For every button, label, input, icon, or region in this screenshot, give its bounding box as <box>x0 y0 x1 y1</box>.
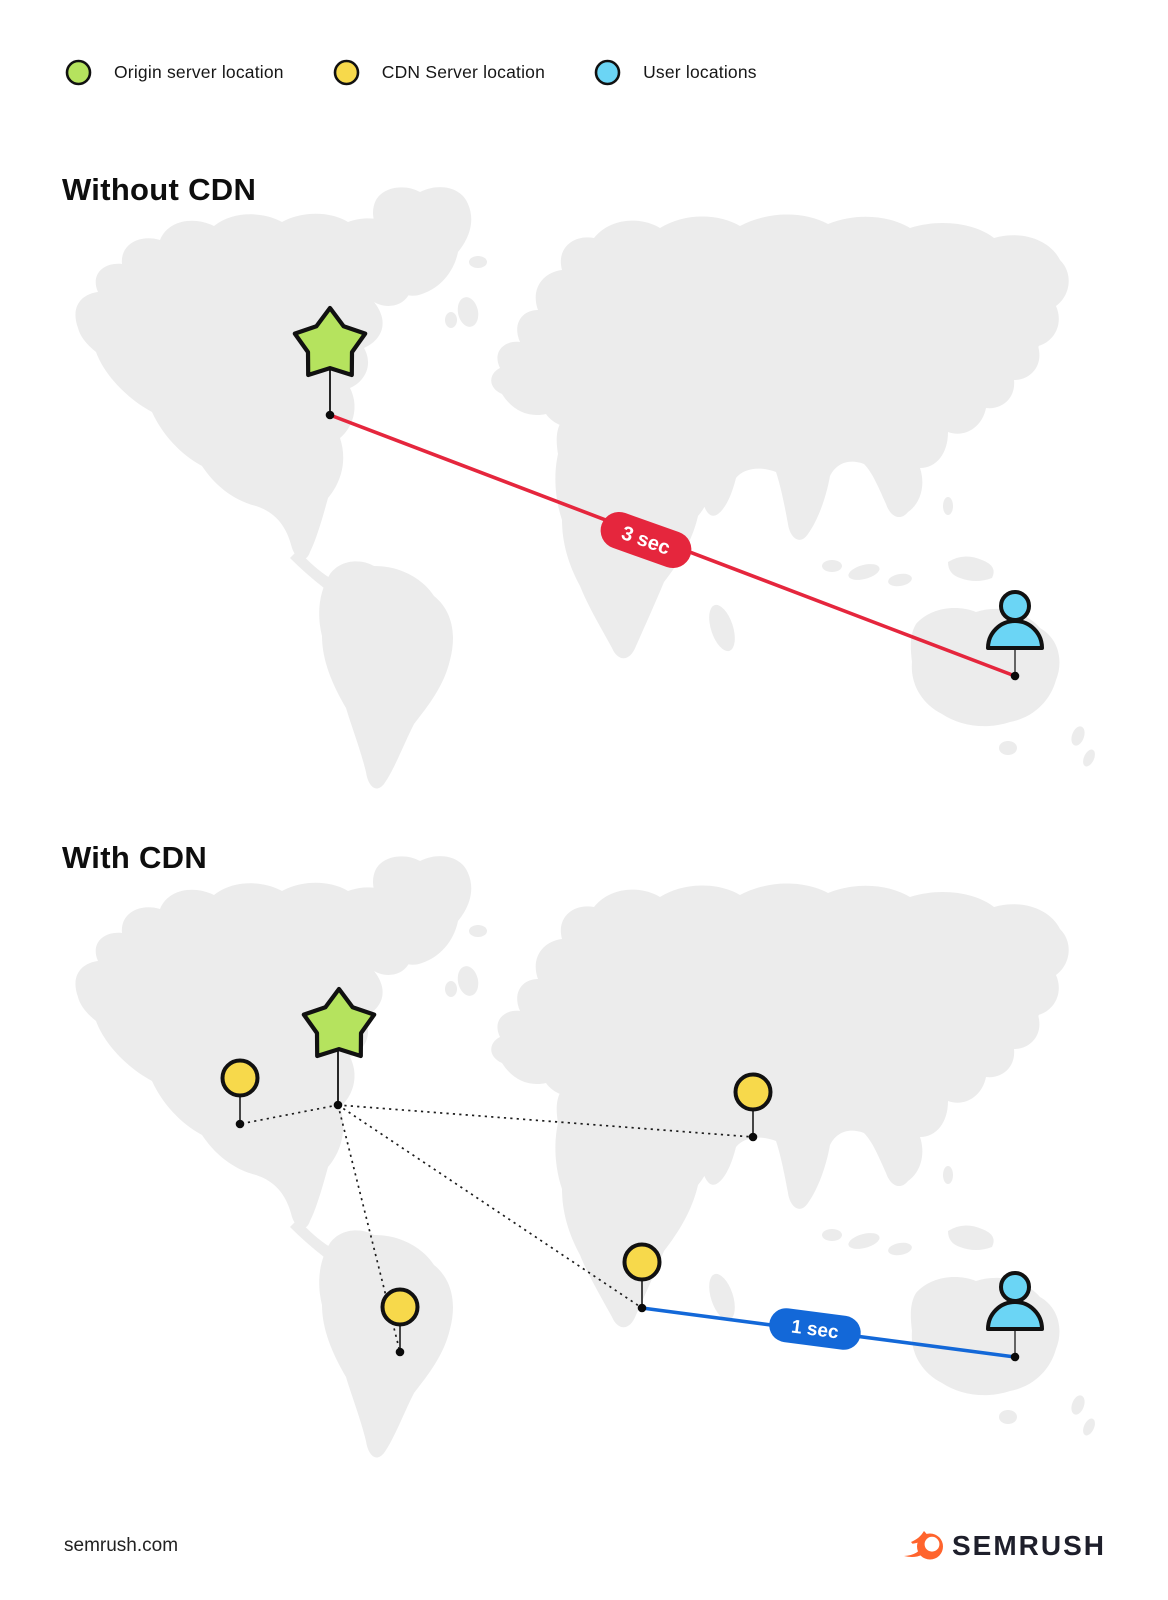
origin-star-icon <box>301 986 377 1059</box>
semrush-logo: SEMRUSH <box>903 1530 1106 1562</box>
legend-item-cdn: CDN Server location <box>332 58 545 87</box>
user-marker <box>986 590 1044 681</box>
legend-label: Origin server location <box>114 62 284 82</box>
user-marker <box>986 1271 1044 1362</box>
user-locations-legend-icon <box>594 59 621 86</box>
cdn-server-marker-south-america <box>380 1287 420 1357</box>
origin-server-legend-icon <box>65 59 92 86</box>
cdn-server-icon <box>380 1287 420 1327</box>
map-with-cdn: 1 sec <box>75 856 1098 1458</box>
cdn-server-icon <box>622 1242 662 1282</box>
legend-label: CDN Server location <box>381 62 546 82</box>
cdn-server-marker-west <box>220 1058 260 1129</box>
legend-item-origin: Origin server location <box>64 58 284 87</box>
origin-server-marker <box>301 986 377 1110</box>
footer: semrush.com SEMRUSH <box>64 1526 1106 1566</box>
latency-badge-fast: 1 sec <box>769 1308 861 1350</box>
semrush-wordmark: SEMRUSH <box>951 1530 1106 1561</box>
legend-item-users: User locations <box>593 58 757 87</box>
cdn-server-marker-east <box>733 1072 773 1142</box>
map-without-cdn: 3 sec <box>75 187 1098 789</box>
semrush-flame-icon <box>903 1531 943 1560</box>
cdn-server-legend-icon <box>333 59 360 86</box>
cdn-server-marker-africa <box>622 1242 662 1313</box>
origin-star-icon <box>292 305 368 378</box>
origin-server-marker <box>292 305 368 420</box>
section-title-with-cdn: With CDN <box>62 839 208 875</box>
cdn-server-icon <box>733 1072 773 1112</box>
cdn-server-icon <box>220 1058 260 1098</box>
legend-label: User locations <box>643 62 757 82</box>
site-url: semrush.com <box>64 1535 179 1556</box>
legend: Origin server location CDN Server locati… <box>64 58 757 87</box>
section-title-without-cdn: Without CDN <box>62 171 257 207</box>
